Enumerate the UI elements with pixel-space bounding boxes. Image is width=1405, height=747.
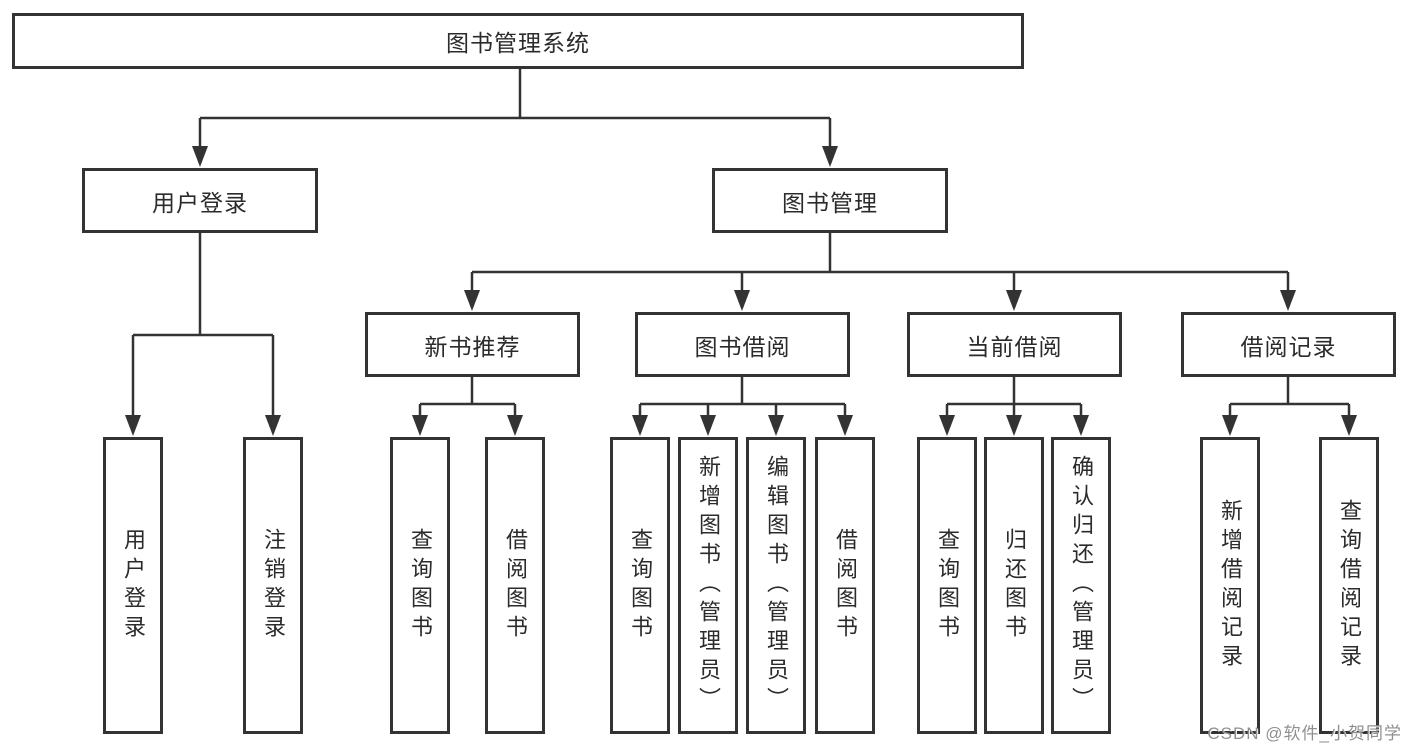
node-root-library-system: 图书管理系统 xyxy=(12,13,1024,69)
node-book-borrow: 图书借阅 xyxy=(635,312,850,377)
leaf-user-login: 用户登录 xyxy=(103,437,163,734)
node-label: 用户登录 xyxy=(152,189,248,216)
node-label: 图书管理 xyxy=(782,189,878,216)
leaf-query-borrow-record: 查询借阅记录 xyxy=(1319,437,1379,734)
node-new-book-recommend: 新书推荐 xyxy=(365,312,580,377)
leaf-return-books: 归还图书 xyxy=(984,437,1044,734)
node-label: 借阅记录 xyxy=(1240,333,1337,360)
leaf-query-books: 查询图书 xyxy=(610,437,670,734)
leaf-borrow-books: 借阅图书 xyxy=(815,437,875,734)
node-book-management: 图书管理 xyxy=(712,168,948,233)
node-label: 图书管理系统 xyxy=(446,30,590,56)
node-user-login: 用户登录 xyxy=(82,168,318,233)
leaf-query-books: 查询图书 xyxy=(390,437,450,734)
leaf-confirm-return-admin: 确认归还（管理员） xyxy=(1051,437,1111,734)
csdn-watermark: CSDN @软件_小贺同学 xyxy=(1207,724,1402,743)
leaf-add-books-admin: 新增图书（管理员） xyxy=(678,437,738,734)
leaf-query-books: 查询图书 xyxy=(917,437,977,734)
node-label: 当前借阅 xyxy=(966,333,1063,360)
node-label: 图书借阅 xyxy=(694,333,791,360)
node-current-borrow: 当前借阅 xyxy=(907,312,1122,377)
leaf-logout: 注销登录 xyxy=(243,437,303,734)
leaf-edit-books-admin: 编辑图书（管理员） xyxy=(746,437,806,734)
node-borrow-records: 借阅记录 xyxy=(1181,312,1396,377)
node-label: 新书推荐 xyxy=(424,333,521,360)
leaf-add-borrow-record: 新增借阅记录 xyxy=(1200,437,1260,734)
leaf-borrow-books: 借阅图书 xyxy=(485,437,545,734)
